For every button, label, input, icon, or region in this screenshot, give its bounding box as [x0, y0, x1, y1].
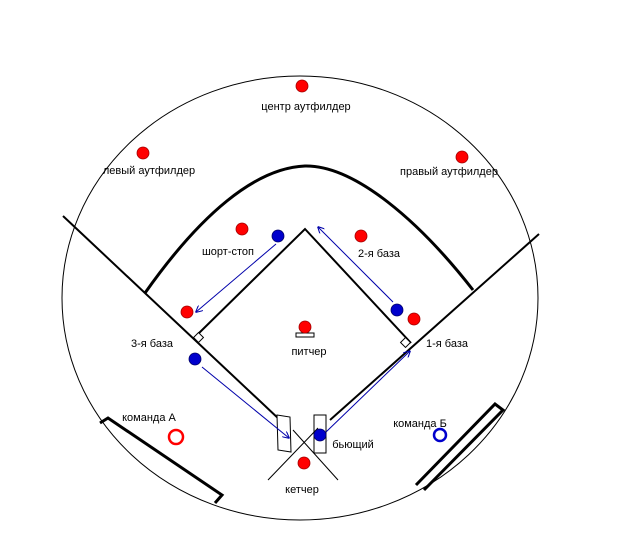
third-base-label: 3-я база	[131, 338, 174, 350]
left-foul-line	[62, 215, 281, 421]
arrow-third-to-home	[201, 366, 289, 438]
dugout-team-a	[99, 416, 225, 504]
team-a-marker	[167, 428, 185, 446]
third-base	[192, 331, 205, 344]
arrow-second-to-third	[196, 243, 277, 312]
second-baseman-marker	[354, 229, 368, 243]
second-base-label: 2-я база	[358, 248, 401, 260]
shortstop-marker	[235, 222, 249, 236]
catcher-marker	[297, 456, 311, 470]
team-a-label: команда А	[122, 412, 176, 424]
arrow-home-to-first	[325, 351, 410, 433]
infield-diamond	[196, 227, 412, 344]
runner-second-marker	[271, 229, 285, 243]
right-foul-line	[329, 233, 540, 421]
field-boundary	[61, 75, 539, 521]
team-b-label: команда Б	[393, 418, 447, 430]
runner-first-marker	[390, 303, 404, 317]
batter-marker	[313, 428, 327, 442]
pitcher-marker	[298, 320, 312, 334]
batter-label: бьющий	[332, 439, 374, 451]
center-fielder-marker	[295, 79, 309, 93]
third-baseman-marker	[180, 305, 194, 319]
right-fielder-marker	[455, 150, 469, 164]
pitcher-plate	[295, 332, 315, 338]
left-fielder-label: левый аутфилдер	[103, 165, 195, 177]
runner-third-marker	[188, 352, 202, 366]
pitcher-label: питчер	[291, 346, 326, 358]
home-cross-line-left	[267, 427, 319, 481]
home-cross-line-right	[292, 429, 339, 481]
left-fielder-marker	[136, 146, 150, 160]
dugout-team-b	[414, 402, 506, 492]
center-fielder-label: центр аутфилдер	[261, 101, 350, 113]
catcher-label: кетчер	[285, 484, 319, 496]
team-b-marker	[432, 427, 448, 443]
outfield-arc	[143, 164, 475, 294]
arrow-first-to-second	[318, 227, 394, 303]
first-base-label: 1-я база	[426, 338, 469, 350]
first-base	[399, 336, 412, 349]
right-fielder-label: правый аутфилдер	[400, 166, 498, 178]
shortstop-label: шорт-стоп	[202, 246, 254, 258]
first-baseman-marker	[407, 312, 421, 326]
